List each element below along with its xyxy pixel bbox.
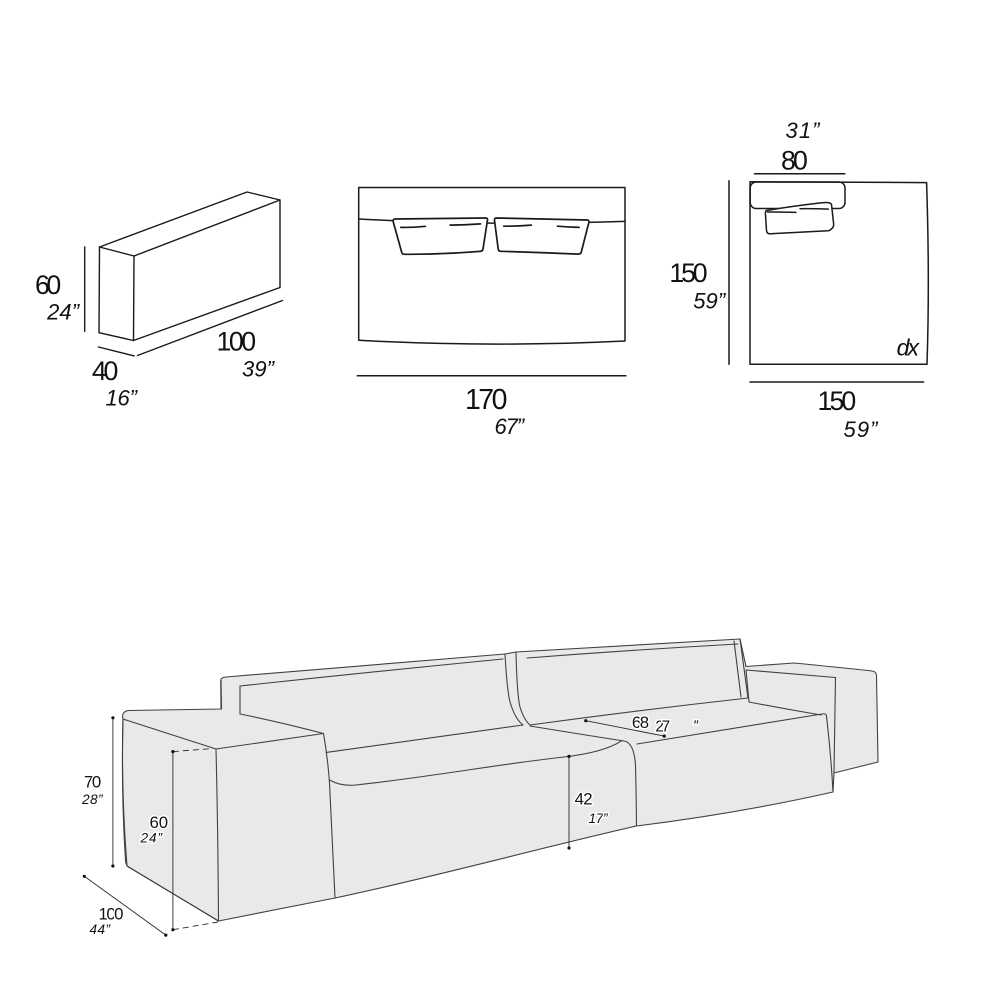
svg-text:100: 100 bbox=[217, 327, 256, 357]
svg-text:80: 80 bbox=[781, 145, 808, 175]
svg-text:60: 60 bbox=[150, 813, 169, 832]
svg-text:16”: 16” bbox=[105, 386, 138, 411]
svg-text:100: 100 bbox=[99, 904, 124, 923]
svg-text:39”: 39” bbox=[242, 356, 276, 381]
svg-text:70: 70 bbox=[84, 772, 101, 791]
svg-text:44”: 44” bbox=[90, 922, 112, 937]
svg-text:150: 150 bbox=[818, 386, 857, 416]
svg-text:67”: 67” bbox=[495, 414, 526, 439]
svg-text:17”: 17” bbox=[589, 811, 609, 826]
svg-text:40: 40 bbox=[92, 356, 119, 386]
svg-text:27: 27 bbox=[655, 718, 670, 735]
svg-text:31”: 31” bbox=[786, 118, 822, 143]
svg-text:dx: dx bbox=[897, 335, 921, 361]
svg-text:”: ” bbox=[693, 717, 699, 734]
svg-text:170: 170 bbox=[465, 384, 508, 416]
svg-text:59”: 59” bbox=[844, 417, 880, 442]
svg-text:28”: 28” bbox=[81, 792, 104, 807]
svg-text:68: 68 bbox=[632, 713, 649, 732]
svg-text:59”: 59” bbox=[693, 289, 727, 314]
svg-text:150: 150 bbox=[669, 258, 707, 288]
svg-text:42: 42 bbox=[575, 789, 593, 808]
svg-text:24”: 24” bbox=[140, 830, 164, 845]
svg-text:60: 60 bbox=[35, 270, 61, 300]
svg-text:24”: 24” bbox=[46, 300, 81, 325]
